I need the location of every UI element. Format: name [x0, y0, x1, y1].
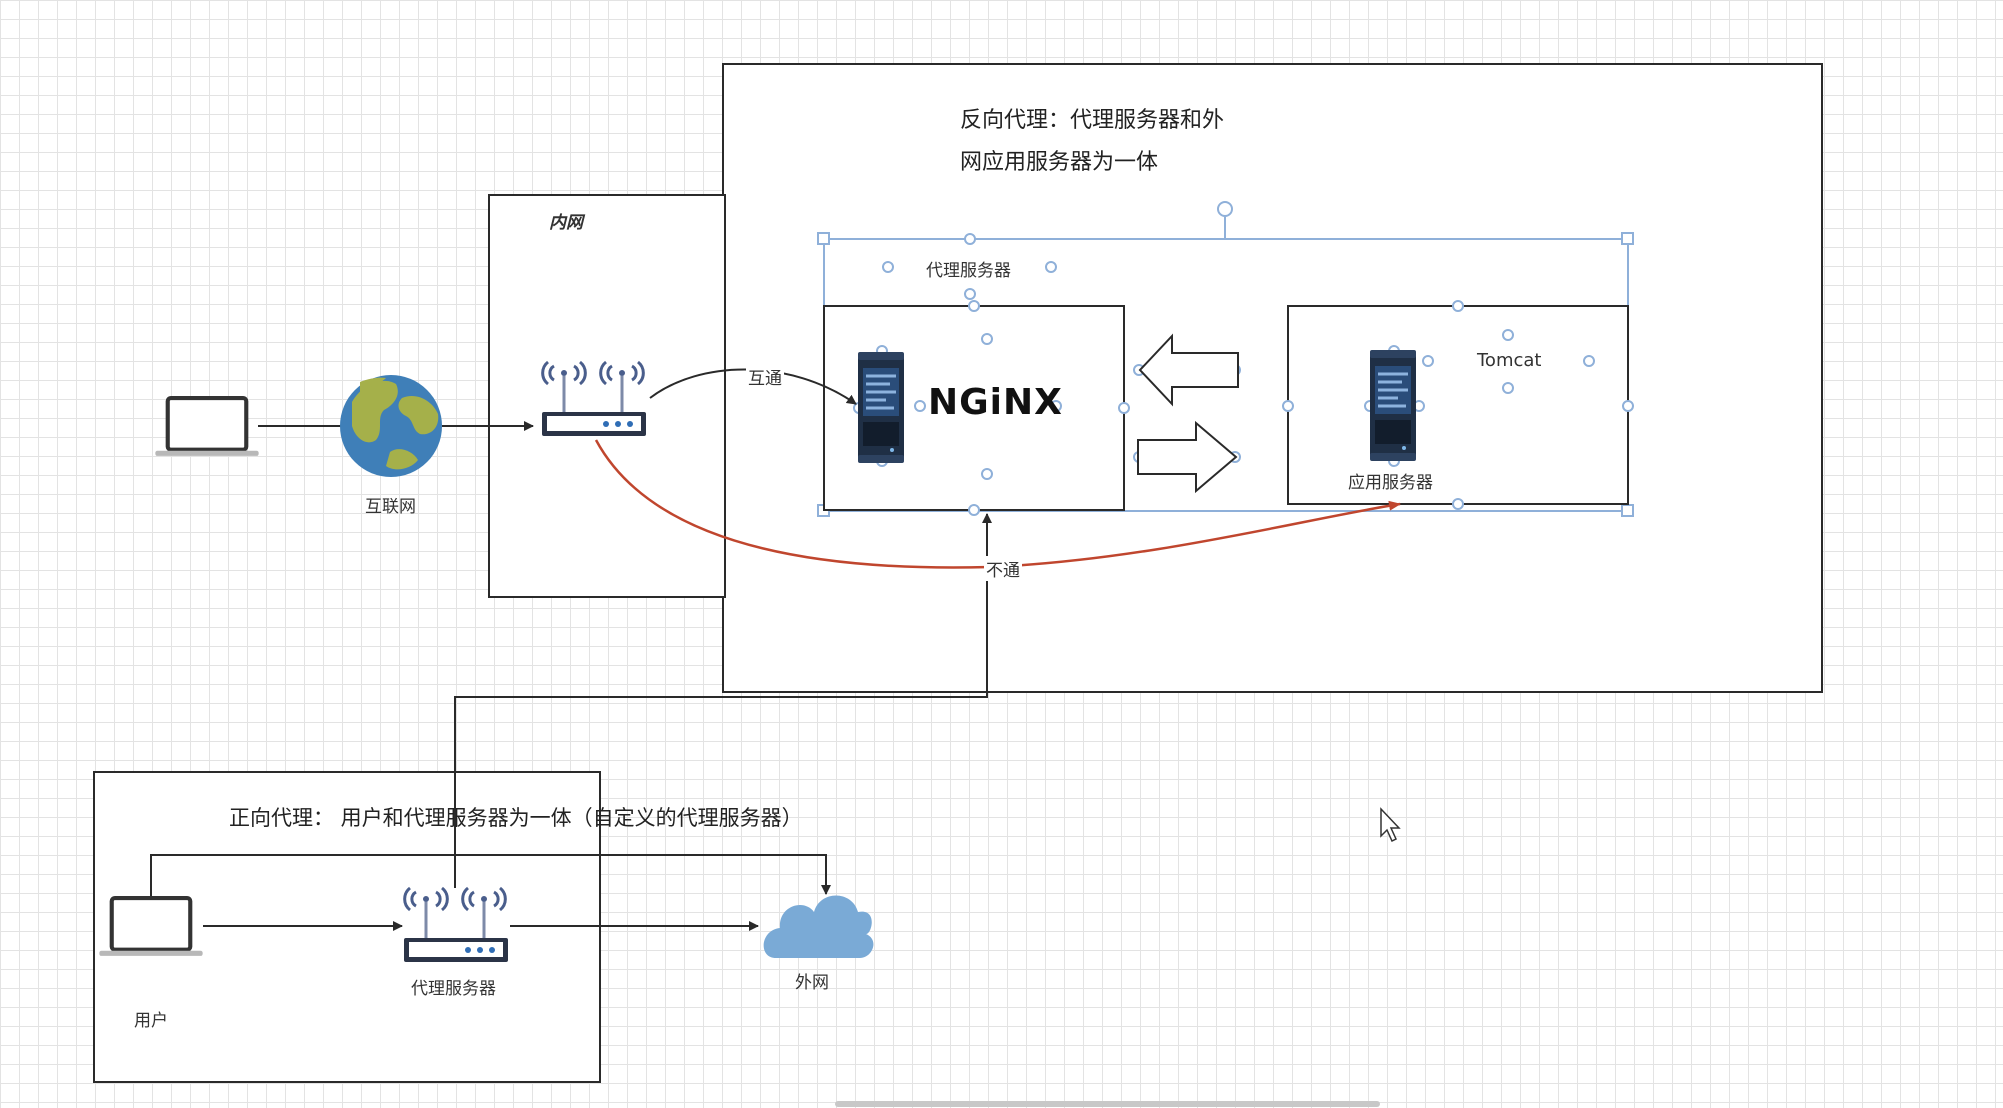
- intranet-title: 内网: [549, 213, 583, 233]
- internet-label: 互联网: [365, 497, 416, 517]
- nginx-logo: NGiNX: [928, 382, 1063, 423]
- intranet-frame[interactable]: [488, 194, 726, 598]
- horizontal-scrollbar[interactable]: [835, 1101, 1380, 1107]
- forward-proxy-title: 正向代理： 用户和代理服务器为一体（自定义的代理服务器）: [229, 806, 803, 830]
- laptop-icon: [155, 398, 258, 456]
- nginx-server-icon: [856, 350, 906, 465]
- edge-blocked-label: 不通: [984, 556, 1022, 581]
- nginx-logo-text: NGiNX: [928, 382, 1063, 423]
- resize-handle[interactable]: [1621, 232, 1634, 245]
- reverse-proxy-title-line1: 反向代理：代理服务器和外: [960, 108, 1225, 133]
- resize-handle[interactable]: [817, 232, 830, 245]
- edge-user-to-cloud: [150, 854, 831, 896]
- app-server-icon: [1368, 348, 1418, 463]
- proxy-group-label: 代理服务器: [926, 261, 1011, 281]
- user-label: 用户: [134, 1011, 168, 1031]
- arrow-left-icon[interactable]: [1138, 333, 1239, 407]
- external-network-label: 外网: [795, 973, 829, 993]
- earth-icon: [340, 375, 442, 477]
- cloud-icon: [763, 895, 874, 958]
- tomcat-label: Tomcat: [1477, 350, 1542, 371]
- arrow-right-icon[interactable]: [1137, 420, 1238, 494]
- rotate-handle[interactable]: [1217, 201, 1233, 217]
- edge-connected-label: 互通: [746, 364, 784, 389]
- app-server-label: 应用服务器: [1348, 473, 1433, 493]
- user-laptop-icon: [99, 898, 202, 956]
- app-server-box[interactable]: [1287, 305, 1629, 505]
- cursor-icon: [1380, 807, 1401, 843]
- reverse-proxy-title-line2: 网应用服务器为一体: [960, 150, 1159, 175]
- edge-forward-to-nginx: [454, 513, 992, 888]
- forward-proxy-server-label: 代理服务器: [411, 979, 496, 999]
- resize-handle[interactable]: [1621, 504, 1634, 517]
